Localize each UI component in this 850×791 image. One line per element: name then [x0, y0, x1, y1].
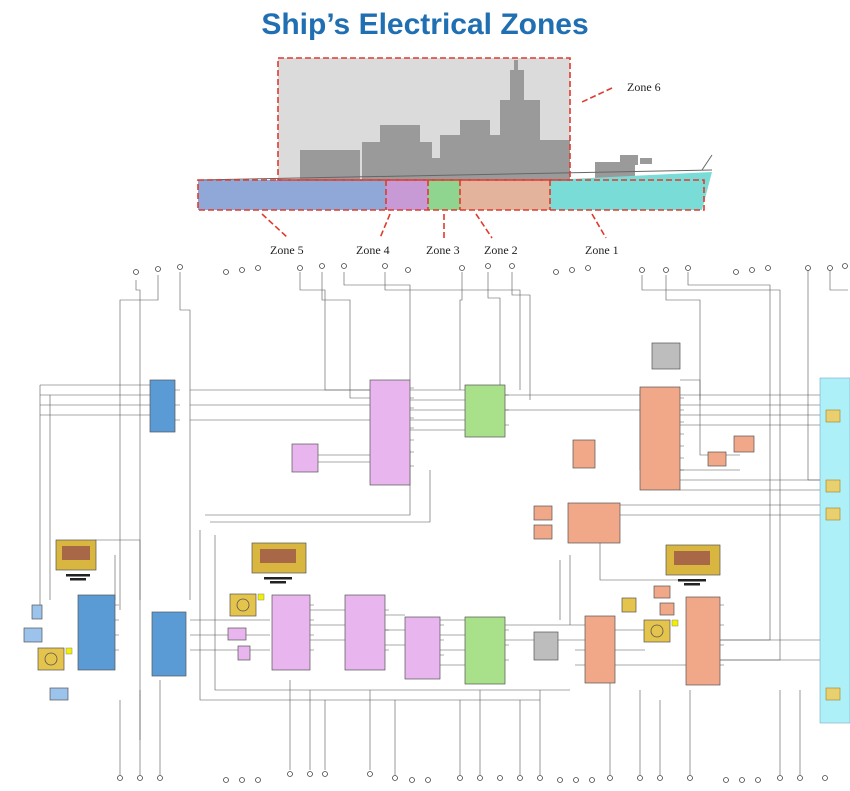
- zone3-upper-block: [465, 385, 505, 437]
- zone2-bus-block: [585, 616, 615, 683]
- zone5-bus-block: [152, 612, 186, 676]
- generator-blocks: [56, 540, 720, 575]
- zone2-converter-block: [686, 597, 720, 685]
- green-blocks: [465, 385, 505, 684]
- generator-motors: [62, 546, 710, 565]
- zone-1-hull: [550, 172, 712, 210]
- zone-2-hull: [460, 180, 550, 210]
- wiring: [40, 270, 848, 775]
- zone3-bus-block: [405, 617, 440, 679]
- blue-blocks: [78, 380, 186, 676]
- zone5-converter-block: [78, 595, 115, 670]
- zone4-converter-block: [272, 595, 310, 670]
- zone-5-hull: [198, 180, 386, 210]
- pink-blocks: [228, 380, 440, 679]
- top-ports: [134, 264, 848, 275]
- zone4-upper-block: [370, 380, 410, 485]
- zone5-upper-block: [150, 380, 175, 432]
- bottom-ports: [118, 772, 828, 783]
- zone2-mid-block: [568, 503, 620, 543]
- zone4-aux-block: [292, 444, 318, 472]
- zone2-upper-block: [640, 387, 680, 490]
- main-bus: [820, 378, 850, 723]
- zone-3-hull: [428, 180, 460, 210]
- ship-illustration: [198, 58, 712, 238]
- zone-4-hull: [386, 180, 428, 210]
- zone4-bus-block: [345, 595, 385, 670]
- zone3-lower-block: [465, 617, 505, 684]
